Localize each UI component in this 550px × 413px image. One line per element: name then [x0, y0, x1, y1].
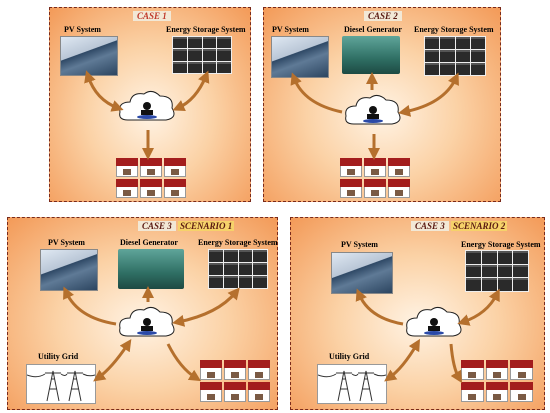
flow-arrows	[290, 72, 459, 160]
battery-bank-icon	[424, 36, 486, 76]
flow-arrows	[63, 286, 240, 382]
ess-label: Energy Storage System	[414, 25, 494, 34]
grid-label: Utility Grid	[38, 352, 79, 361]
houses-icon	[461, 360, 533, 402]
panel-title: CASE 3 SCENARIO 1	[138, 221, 235, 231]
operations-cloud-icon	[345, 94, 401, 125]
pv-label: PV System	[272, 25, 309, 34]
diesel-generator-icon	[342, 36, 400, 74]
houses-icon	[340, 158, 410, 198]
ess-label: Energy Storage System	[198, 238, 278, 247]
panel-case-3-scenario-1: CASE 3 SCENARIO 1 PV System Diesel Gener…	[7, 217, 278, 410]
flow-arrows	[355, 288, 500, 384]
pv-label: PV System	[64, 25, 101, 34]
diesel-generator-icon	[118, 249, 184, 289]
battery-bank-icon	[465, 250, 529, 292]
pv-panel-icon	[40, 249, 98, 291]
panel-case-3-scenario-2: CASE 3 SCENARIO 2 PV System Energy Stora…	[290, 217, 545, 410]
operations-cloud-icon	[119, 90, 175, 121]
grid-label: Utility Grid	[329, 352, 370, 361]
operations-cloud-icon	[119, 306, 175, 337]
panel-title: CASE 2	[364, 11, 402, 21]
houses-icon	[200, 360, 270, 402]
pv-label: PV System	[341, 240, 378, 249]
gen-label: Diesel Generator	[344, 25, 402, 34]
gen-label: Diesel Generator	[120, 238, 178, 247]
battery-bank-icon	[172, 36, 232, 74]
panel-case-2: CASE 2 PV System Diesel Generator Energy…	[263, 7, 501, 202]
panel-title: CASE 1	[133, 11, 171, 21]
battery-bank-icon	[208, 249, 268, 289]
utility-grid-icon	[26, 364, 96, 404]
utility-grid-icon	[317, 364, 387, 404]
ess-label: Energy Storage System	[166, 25, 246, 34]
panel-title: CASE 3 SCENARIO 2	[411, 221, 508, 231]
flow-arrows	[84, 70, 210, 160]
panel-case-1: CASE 1 PV System Energy Storage System	[49, 7, 251, 202]
ess-label: Energy Storage System	[461, 240, 541, 249]
pv-label: PV System	[48, 238, 85, 247]
houses-icon	[116, 158, 186, 198]
